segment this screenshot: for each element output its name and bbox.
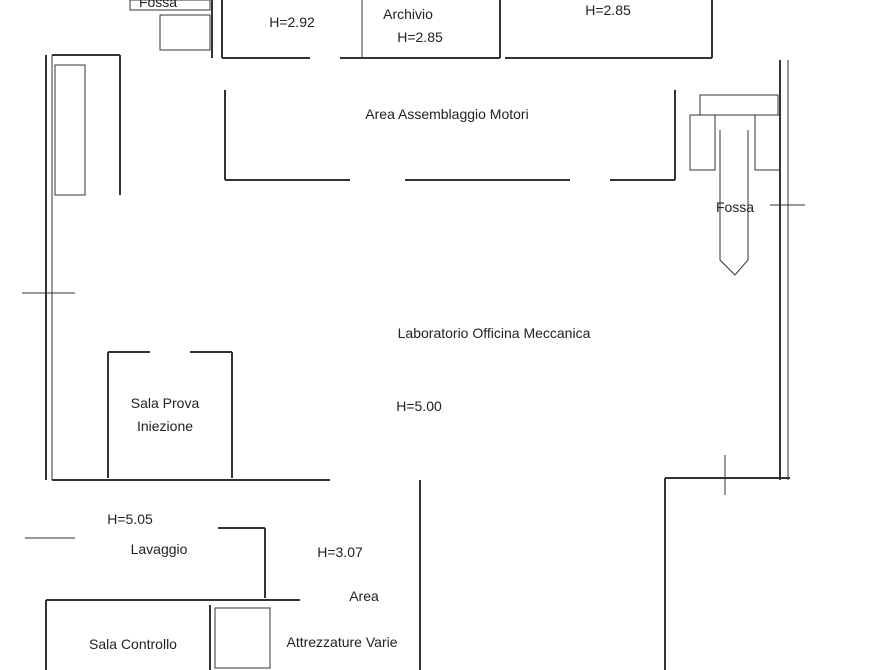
room-label-assemblaggio: Area Assemblaggio Motori bbox=[365, 106, 529, 122]
room-label-lavaggio: Lavaggio bbox=[130, 541, 188, 557]
height-label: H=3.07 bbox=[317, 544, 363, 560]
room-label-sala-prova: Sala Prova bbox=[130, 395, 200, 411]
height-label: H=5.00 bbox=[396, 398, 442, 414]
room-label-laboratorio: Laboratorio Officina Meccanica bbox=[397, 325, 591, 341]
room-label-area: Area bbox=[349, 588, 379, 604]
height-label: H=2.92 bbox=[269, 14, 315, 30]
height-label: H=5.05 bbox=[107, 511, 153, 527]
room-label-iniezione: Iniezione bbox=[136, 418, 194, 434]
height-label: H=2.85 bbox=[585, 2, 631, 18]
room-label-attrezzature: Attrezzature Varie bbox=[286, 634, 398, 650]
room-label-archivio: Archivio bbox=[383, 6, 433, 22]
room-label-sala-controllo: Sala Controllo bbox=[89, 636, 177, 652]
room-label-fossa-right: Fossa bbox=[715, 199, 755, 215]
height-label: H=2.85 bbox=[397, 29, 443, 45]
room-label-fossa-top: Fossa bbox=[138, 0, 178, 10]
